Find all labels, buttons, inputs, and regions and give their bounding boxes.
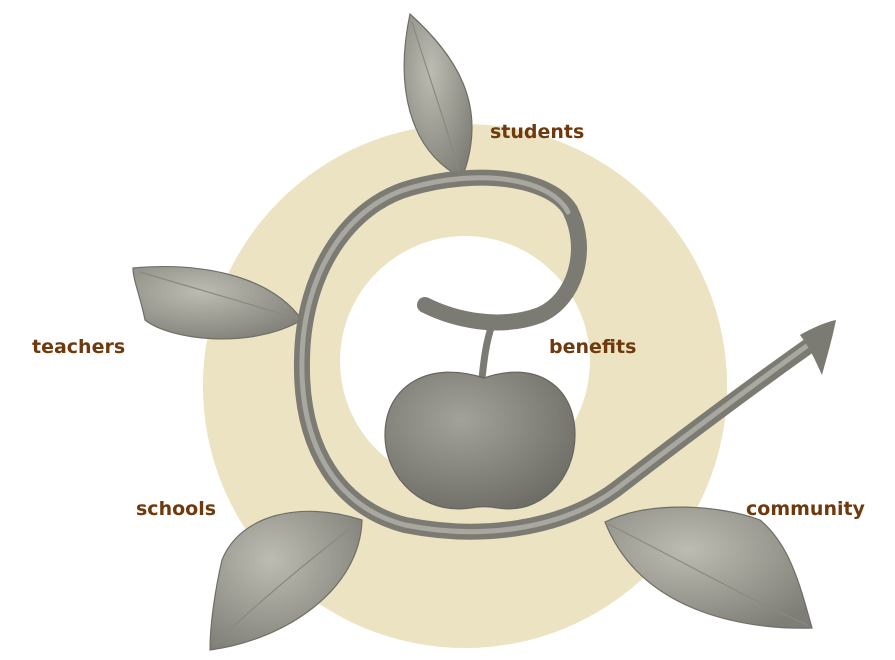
leaf-left-vein xyxy=(139,271,301,321)
label-schools: schools xyxy=(136,498,217,520)
label-students: students xyxy=(490,121,585,143)
label-community: community xyxy=(746,498,865,520)
leaf-top-vein xyxy=(411,21,461,176)
apple xyxy=(384,371,576,510)
vine-tip xyxy=(800,320,836,375)
apple-stem xyxy=(478,321,496,382)
leaf-top xyxy=(403,12,473,179)
leaf-left xyxy=(132,266,303,340)
label-teachers: teachers xyxy=(32,336,126,358)
vine-highlight xyxy=(299,175,818,535)
leaf-bottom-right-vein xyxy=(607,523,809,626)
label-benefits: benefits xyxy=(549,336,637,358)
leaf-bottom-right xyxy=(604,506,813,629)
leaf-bottom-left-vein xyxy=(213,521,359,646)
